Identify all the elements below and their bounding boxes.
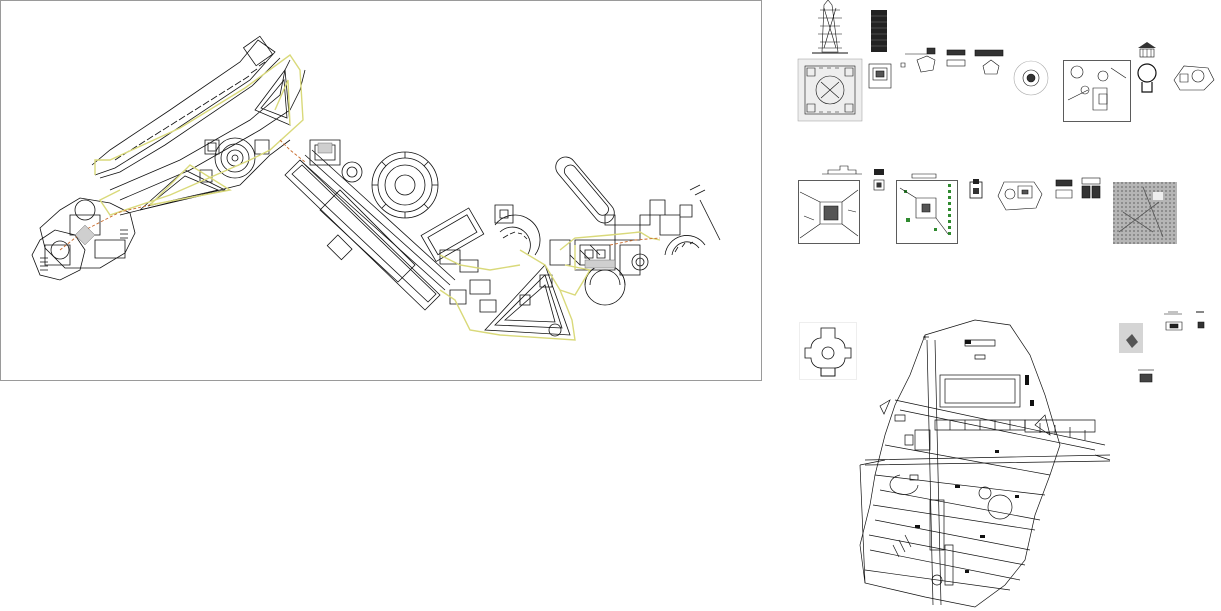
aerial-photo-icon [1113, 182, 1177, 244]
main-site-plan [31, 35, 721, 341]
tower-block-icon [871, 10, 887, 52]
gray-square-icon [1119, 323, 1143, 353]
small-elevation-icon [1164, 311, 1205, 331]
elevation-strip-icon [822, 165, 862, 175]
ring-plan-icon [1137, 63, 1157, 93]
site-detail-icon [1063, 60, 1131, 122]
dome-plan-icon [797, 58, 863, 122]
building-group-icon [900, 47, 1004, 75]
lower-site-plan [859, 319, 1111, 608]
tower-elevation-icon [812, 0, 848, 54]
west-wing [31, 35, 306, 281]
villa-plan-icon [1173, 65, 1215, 91]
central-complex [284, 139, 541, 313]
circular-plan-icon [1013, 60, 1049, 96]
site-map-icon [798, 180, 860, 244]
drawing-sheet-frame [0, 0, 762, 381]
tiny-plan-icon [1138, 369, 1154, 383]
square-icon [873, 169, 885, 191]
cross-plan-icon [799, 322, 857, 380]
green-site-map-icon [896, 173, 958, 244]
temple-icon [1138, 42, 1156, 58]
complex-plan-icon [997, 181, 1043, 211]
east-triangle-court [484, 264, 571, 337]
legend-block-icon [1055, 177, 1101, 199]
east-complex [549, 156, 721, 306]
tall-icon [969, 179, 983, 199]
small-plan-icon [868, 63, 892, 89]
